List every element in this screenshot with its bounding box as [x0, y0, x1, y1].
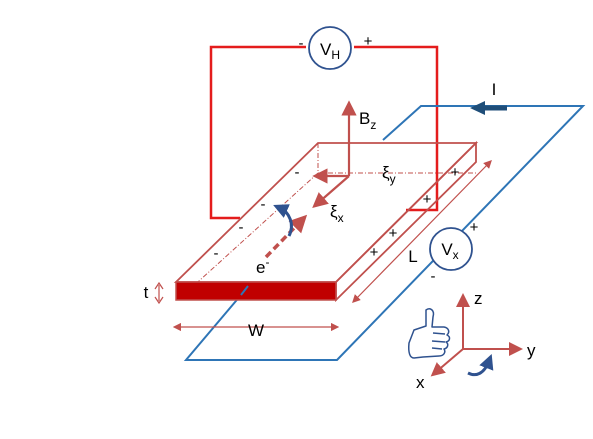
hall-meter-plus-sign: + [364, 33, 373, 50]
positive-charge-sign: + [389, 225, 398, 242]
current-label: I [492, 80, 497, 99]
negative-charge-sign: - [239, 219, 244, 236]
field-y-label: ξy [382, 163, 396, 186]
longitudinal-voltmeter [429, 227, 473, 271]
current-arrow-head [470, 101, 485, 115]
double-arrow-icon [154, 281, 164, 305]
slab-hidden-edge-left [177, 172, 319, 301]
axis-x-label: x [416, 373, 425, 392]
negative-charge-sign: - [261, 196, 266, 213]
length-label: L [408, 247, 417, 266]
negative-charge-sign: - [214, 245, 219, 262]
hall-voltmeter-label: VH [320, 40, 340, 62]
electron-deflection-arrow [273, 204, 293, 237]
rotation-arrow-icon [467, 354, 494, 377]
vx-minus-sign: - [431, 268, 436, 285]
hall-voltmeter [308, 26, 352, 70]
magnetic-field-label: Bz [359, 109, 376, 132]
hall-meter-minus-sign: - [299, 35, 304, 52]
width-label: W [248, 321, 264, 340]
longitudinal-voltmeter-label: Vx [441, 240, 458, 262]
positive-charge-sign: + [451, 164, 460, 181]
field-x-label: ξx [330, 202, 344, 225]
hall-circuit-left-wire [209, 45, 306, 220]
vx-plus-sign: + [470, 219, 479, 236]
coordinate-axes [430, 293, 523, 377]
thickness-label: t [144, 283, 149, 302]
positive-charge-sign: + [423, 191, 432, 208]
thumbs-up-icon [408, 308, 451, 359]
slab-front-face [175, 281, 337, 301]
axis-y-label: y [527, 341, 536, 360]
axis-z-label: z [474, 289, 483, 308]
length-dimension-arrow [352, 159, 492, 304]
electron-drift-arrow [264, 214, 308, 259]
electron-label: e- [256, 255, 269, 277]
field-x-arrow [312, 175, 350, 209]
current-wire-front-segment [240, 285, 249, 296]
negative-charge-sign: - [295, 164, 300, 181]
positive-charge-sign: + [370, 244, 379, 261]
